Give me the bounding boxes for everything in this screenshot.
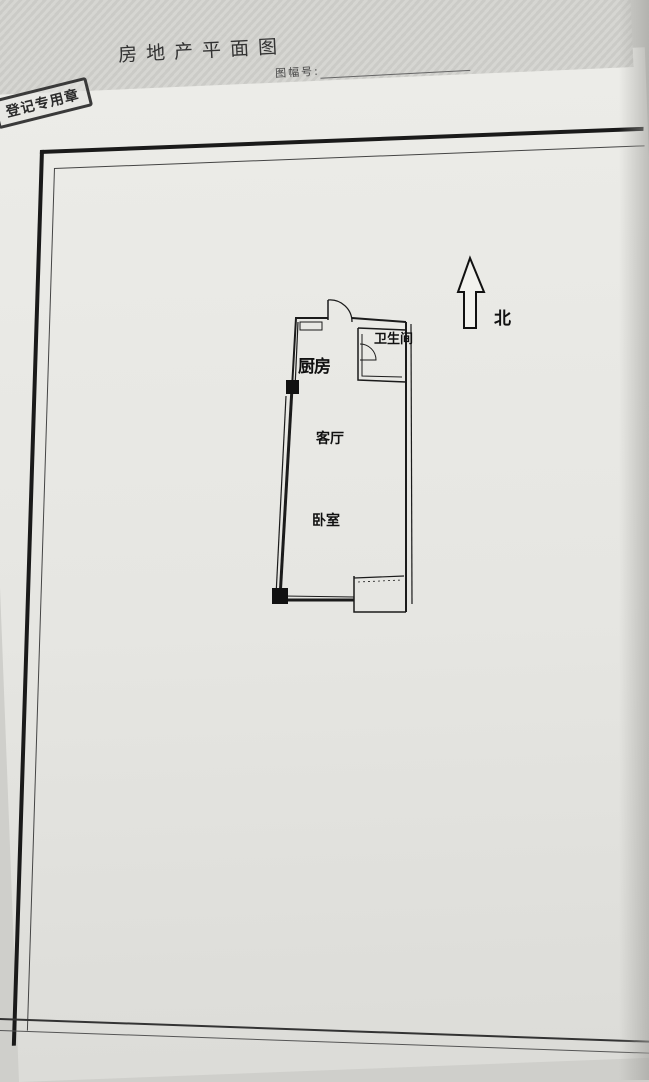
page-curl-shadow (619, 0, 649, 1080)
room-label-living-room: 客厅 (316, 431, 344, 447)
room-label-bedroom: 卧室 (312, 513, 340, 529)
north-label: 北 (494, 309, 511, 329)
room-label-bathroom-text: 卫生间 (374, 332, 414, 347)
sheet-number-label: 图幅号: (274, 64, 321, 81)
room-label-bathroom: 卫生间 (374, 328, 414, 352)
room-label-kitchen: 厨房 (298, 357, 331, 377)
drawing-frame-inner (26, 145, 645, 1031)
